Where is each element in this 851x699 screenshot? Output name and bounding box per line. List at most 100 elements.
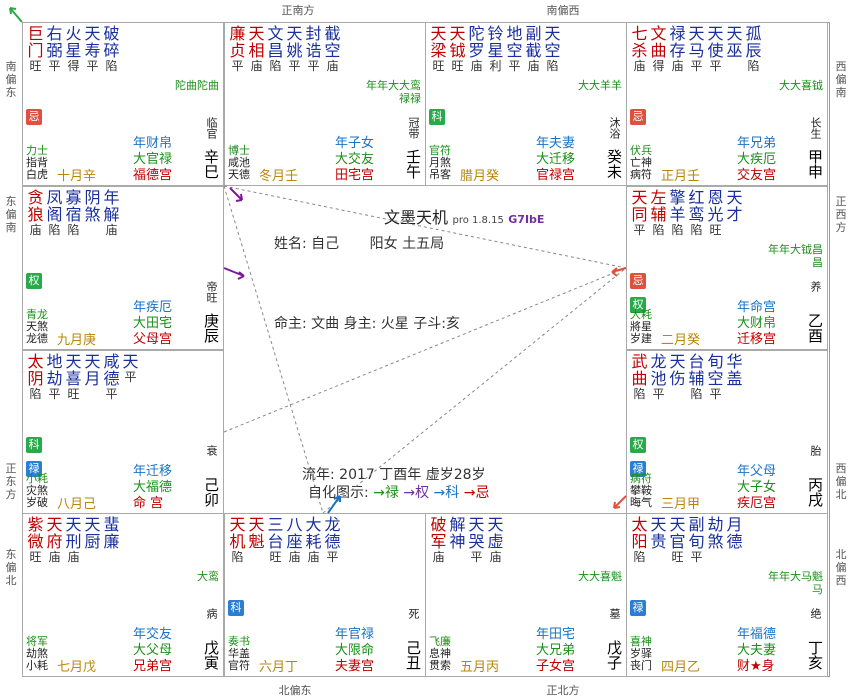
ganzhi: 癸未 [605,149,623,179]
palace-wu[interactable]: 廉贞平天相庙文昌陷天姚平封诰平截空庙年年大大鸾禄禄博士咸池天德冬月壬年子女大交友… [224,22,426,186]
star-brightness: 庙 [432,550,445,564]
star: 副截庙 [524,25,543,73]
star: 禄存庙 [668,25,687,73]
star-brightness: 庙 [470,59,483,73]
star-char: 旬 [688,532,705,551]
god-name: 天煞 [26,320,48,333]
mutagen-list: 禄 [630,600,646,616]
palace-name: 田宅宫 [335,168,375,183]
star-char: 廉 [103,532,120,551]
palace-shen[interactable]: 七杀庙文曲得禄存庙天马平天使平天巫孤辰陷忌大大喜钺伏兵亡神病符正月壬年兄弟大疾厄… [626,22,828,186]
palace-chou[interactable]: 天机陷天魁三台旺八座庙大耗庙龙德平科奏书华盖官符六月丁年官禄大限命夫妻宫死己丑 [224,513,426,677]
palace-name: 年福德 [737,627,777,642]
god-name: 贯索 [429,659,451,672]
star-char: 太 [27,352,44,371]
ganzhi: 己卯 [202,477,220,507]
star-brightness: 陷 [633,550,646,564]
palace-name: 交友宫 [737,168,777,183]
god-name: 攀鞍 [630,484,652,497]
month-label: 七月戊 [57,660,97,675]
star: 巨门旺 [26,25,45,73]
mutagen-badge: 禄 [630,461,646,477]
palace-yin[interactable]: 紫微旺天府庙天刑庙天厨蜚廉大鸾将军劫煞小耗七月戊年交友大父母兄弟宫病戊寅 [22,513,224,677]
name-value: 自己 [311,236,340,252]
palace-you[interactable]: 天同平左辅陷擎羊陷红鸾陷恩光旺天才忌权年年大钺昌昌大耗將星岁建二月癸年命宫大财帛… [626,186,828,350]
star: 华盖 [725,353,744,401]
star-char: 年 [103,188,120,207]
legend-quan: →权 [403,485,430,501]
star-char: 微 [27,532,44,551]
palace-chen[interactable]: 贪狼庙凤阁陷寡宿陷阴煞年解庙权青龙天煞龙德九月庚年疾厄大田宅父母宫帝旺庚辰 [22,186,224,350]
palace-name: 大父母 [133,643,173,658]
star-char: 天 [726,188,743,207]
center-panel: 文墨天机 pro 1.8.15 G7IbE 姓名: 自己 阳女 土五局 命主: … [224,186,626,513]
god-list: 飞廉息神贯索 [429,636,451,672]
star-char: 空 [544,41,561,60]
month-label: 十月辛 [57,169,97,184]
star-char: 凤 [46,188,63,207]
ganzhi: 己丑 [404,640,422,670]
star-char: 天 [430,24,447,43]
palace-si[interactable]: 巨门旺右弼平火星得天寿平破碎陷忌陀曲陀曲力士指背白虎十月辛年财帛大官禄福德宫临官… [22,22,224,186]
star-char: 贞 [229,41,246,60]
direction-label: 正西方 [835,195,847,234]
star-list: 破军庙解神天哭平天虚庙 [429,516,505,564]
zihua-arrow [223,267,245,280]
star-char: 解 [103,205,120,224]
god-name: 小耗 [26,472,48,485]
god-name: 小耗 [26,659,48,672]
star: 解神 [448,516,467,564]
star-char: 三 [267,515,284,534]
star-char: 擎 [669,188,686,207]
star: 孤辰陷 [744,25,763,73]
star-char: 辅 [688,369,705,388]
star-brightness: 平 [288,59,301,73]
star-char: 煞 [707,532,724,551]
star-brightness: 庙 [307,550,320,564]
star-brightness: 庙 [326,59,339,73]
palace-name: 年子女 [335,136,375,151]
star-char: 恩 [707,188,724,207]
star: 天钺旺 [448,25,467,73]
star-char: 截 [525,41,542,60]
god-list: 博士咸池天德 [228,145,250,181]
month-label: 五月丙 [460,660,500,675]
god-name: 飞廉 [429,635,451,648]
star-char: 禄 [669,24,686,43]
star-char: 曲 [650,41,667,60]
star: 天伤 [668,353,687,401]
star-char: 相 [248,41,265,60]
star-char: 德 [103,369,120,388]
mutagen-list: 权 [26,273,42,289]
mini-stars: 年年大钺昌昌 [768,243,823,269]
palace-name: 财★身 [737,659,775,674]
palace-wei[interactable]: 天梁旺天钺旺陀罗庙铃星利地空平副截庙天空陷科大大羊羊官符月煞吊客腊月癸年夫妻大迁… [425,22,627,186]
god-list: 官符月煞吊客 [429,145,451,181]
star-brightness: 陷 [546,59,559,73]
star-char: 台 [267,532,284,551]
star: 天同平 [630,189,649,237]
palace-mao[interactable]: 太阴陷地劫平天喜旺天月咸德平天平科禄小耗灾煞岁破八月己年迁移大福德命 宫衰己卯 [22,350,224,514]
star-char: 德 [726,532,743,551]
mutagen-badge: 权 [630,297,646,313]
star-brightness: 旺 [29,550,42,564]
star: 天月 [83,353,102,401]
star-char: 龙 [650,352,667,371]
star-char: 月 [726,515,743,534]
changsheng: 沐浴 [608,117,621,139]
star-char: 旬 [707,352,724,371]
palace-xu[interactable]: 武曲陷龙池平天伤台辅陷旬空平华盖权禄病符攀鞍晦气三月甲年父母大子女疾厄宫胎丙戌 [626,350,828,514]
star: 蜚廉 [102,516,121,564]
star: 破碎陷 [102,25,121,73]
star-brightness: 陷 [269,59,282,73]
palace-hai[interactable]: 太阳陷天贵天官旺副旬平劫煞月德禄年年大马魁马喜神岁驿丧门四月乙年福德大夫妻财★身… [626,513,828,677]
star-char: 使 [707,41,724,60]
palace-zi[interactable]: 破军庙解神天哭平天虚庙大大喜魁飞廉息神贯索五月丙年田宅大兄弟子女宫墓戊子 [425,513,627,677]
star-char: 天 [84,515,101,534]
star-char: 天 [707,24,724,43]
god-name: 喜神 [630,635,652,648]
shen-zhu: 身主: 火星 [343,316,409,332]
star: 龙池平 [649,353,668,401]
ganzhi: 丙戌 [806,477,824,507]
star-char: 天 [487,515,504,534]
